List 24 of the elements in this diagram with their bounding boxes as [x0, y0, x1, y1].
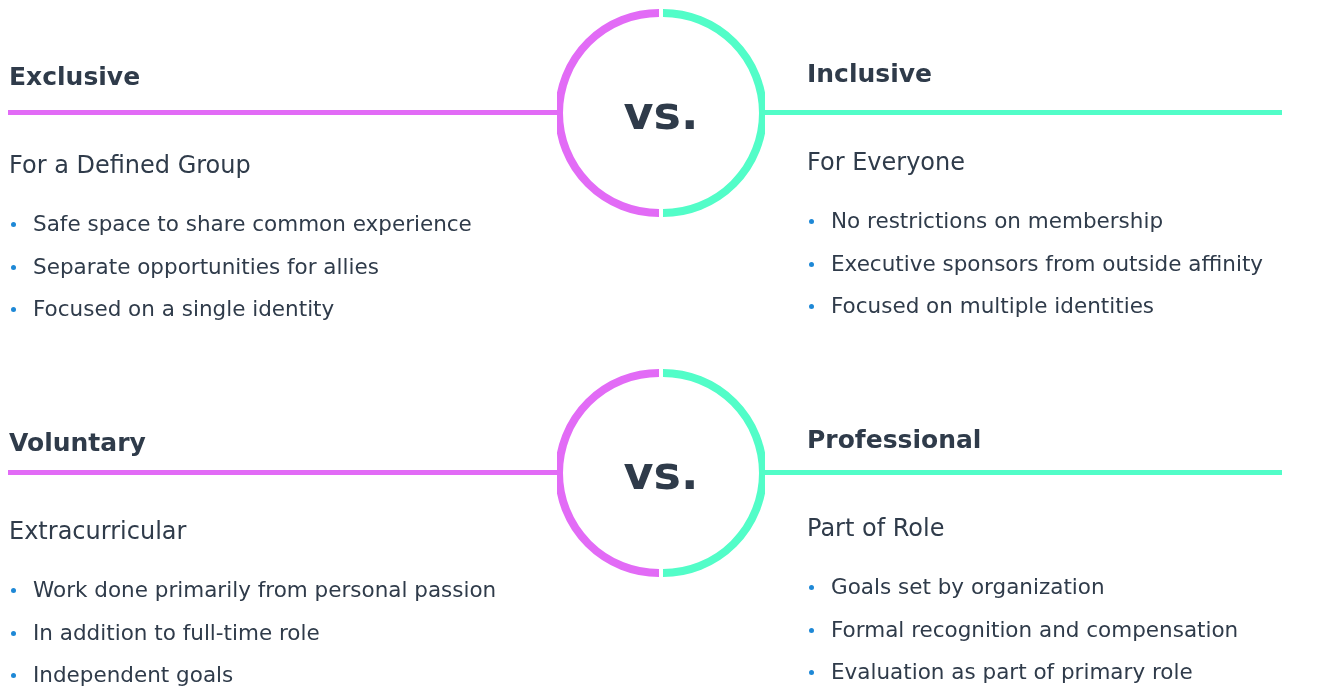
bullet-text: Goals set by organization	[831, 573, 1105, 601]
vs-text: vs.	[623, 90, 699, 136]
section-subtitle: For Everyone	[807, 147, 965, 177]
bullet-text: Independent goals	[33, 661, 234, 689]
bullet-text: Safe space to share common experience	[33, 210, 472, 238]
bullet-text: Focused on a single identity	[33, 295, 335, 323]
vs-text: vs.	[623, 450, 699, 496]
bullet-text: Focused on multiple identities	[831, 292, 1155, 320]
section-heading: Voluntary	[9, 428, 146, 458]
section-heading: Professional	[807, 425, 982, 455]
bullet-text: Executive sponsors from outside affinity	[831, 249, 1264, 278]
bullet-text: Evaluation as part of primary role	[831, 658, 1193, 686]
section-heading: Inclusive	[807, 59, 932, 89]
section-subtitle: Extracurricular	[9, 516, 187, 546]
section-subtitle: Part of Role	[807, 513, 945, 543]
section-heading: Exclusive	[9, 62, 141, 92]
vs-circle	[557, 9, 765, 217]
bullet-text: Separate opportunities for allies	[33, 252, 379, 281]
bullet-text: No restrictions on membership	[831, 207, 1164, 235]
bullet-text: In addition to full-time role	[33, 618, 320, 647]
bullet-text: Work done primarily from personal passion	[33, 576, 497, 604]
vs-circle	[557, 369, 765, 577]
section-subtitle: For a Defined Group	[9, 150, 251, 180]
bullet-text: Formal recognition and compensation	[831, 615, 1239, 644]
